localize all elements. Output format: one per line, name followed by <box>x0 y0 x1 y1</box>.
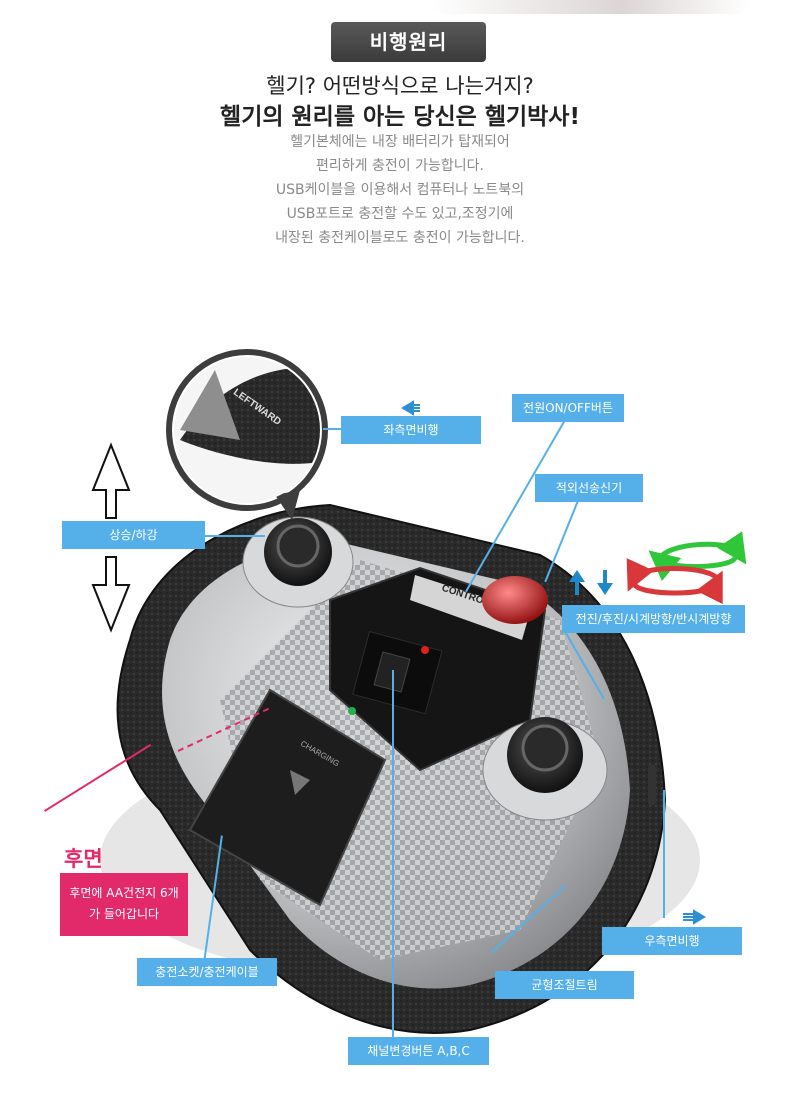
description-line-4: USB포트로 충전할 수도 있고,조정기에 <box>286 206 514 222</box>
power-led-red <box>421 646 429 654</box>
leader-up-down <box>205 535 265 537</box>
power-led-green <box>348 707 356 715</box>
label-channel: 채널변경버튼 A,B,C <box>348 1037 489 1065</box>
infrared-emitter <box>482 576 548 624</box>
rotate-arrow-ccw-icon <box>626 558 721 592</box>
label-left-side-flight: 좌측면비행 <box>341 416 481 444</box>
trim-switch[interactable] <box>648 765 656 805</box>
label-power-button: 전원ON/OFF버튼 <box>512 394 624 422</box>
label-right-side-flight: 우측면비행 <box>602 927 742 955</box>
right-flight-arrow-icon <box>683 909 706 925</box>
headline-question: 헬기? 어떤방식으로 나는거지? <box>266 74 534 98</box>
zoom-shoulder-button[interactable] <box>180 370 240 440</box>
top-shadow-decoration <box>430 0 750 14</box>
rear-info-line-1: 후면에 AA건전지 6개 <box>69 886 179 900</box>
left-stick-cap[interactable] <box>276 524 320 568</box>
rear-info-line-2: 가 들어갑니다 <box>88 907 160 921</box>
description-line-2: 편리하게 충전이 가능합니다. <box>316 158 484 174</box>
arrow-down-icon <box>91 556 131 633</box>
label-move-rotate: 전진/후진/시계방향/반시계방향 <box>562 605 745 633</box>
section-title-badge: 비행원리 <box>331 22 486 62</box>
leader-channel <box>392 670 394 1040</box>
label-infrared: 적외선송신기 <box>535 474 643 502</box>
description-line-5: 내장된 충전케이블로도 충전이 가능합니다. <box>275 230 525 246</box>
arrow-up-icon <box>91 442 131 519</box>
rotate-arrow-top-icon <box>657 531 747 565</box>
label-charging: 충전소켓/충전케이블 <box>137 958 277 986</box>
leader-right-flight <box>663 790 665 918</box>
label-up-down: 상승/하강 <box>62 521 205 549</box>
zoom-bubble-tail <box>275 490 300 520</box>
description-line-3: USB케이블을 이용해서 컴퓨터나 노트북의 <box>275 182 525 198</box>
rear-info-box: 후면에 AA건전지 6개 가 들어갑니다 <box>60 873 188 936</box>
headline-statement: 헬기의 원리를 아는 당신은 헬기박사! <box>220 104 580 130</box>
brand-plate <box>410 575 530 640</box>
battery-cover[interactable] <box>188 688 387 907</box>
description-line-1: 헬기본체에는 내장 배터리가 탑재되어 <box>290 134 510 150</box>
left-flight-arrow-icon <box>401 400 420 416</box>
right-stick-cap[interactable] <box>521 724 569 772</box>
zoom-grip <box>180 367 320 464</box>
rotate-arrow-bottom-icon <box>648 550 738 582</box>
rear-title: 후면 <box>64 847 103 871</box>
battery-arrow-icon <box>290 770 310 795</box>
leader-left-flight <box>323 428 343 430</box>
backward-arrow-icon <box>597 570 613 595</box>
forward-arrow-icon <box>569 570 585 595</box>
rotate-arrow-cw-icon <box>631 570 723 605</box>
label-trim: 균형조절트림 <box>495 971 634 999</box>
